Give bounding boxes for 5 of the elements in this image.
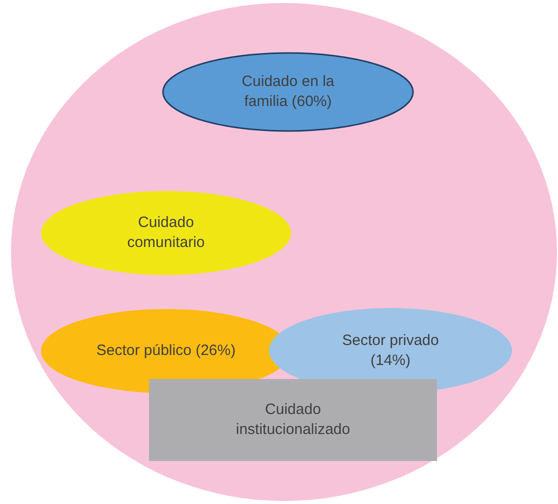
node-label: Cuidado institucionalizado [234,400,352,440]
node-label: Cuidado comunitario [126,213,206,253]
node-label: Cuidado en la familia (60%) [240,72,336,112]
node-label: Sector público (26%) [96,341,236,361]
node-label: Sector privado (14%) [341,330,440,370]
